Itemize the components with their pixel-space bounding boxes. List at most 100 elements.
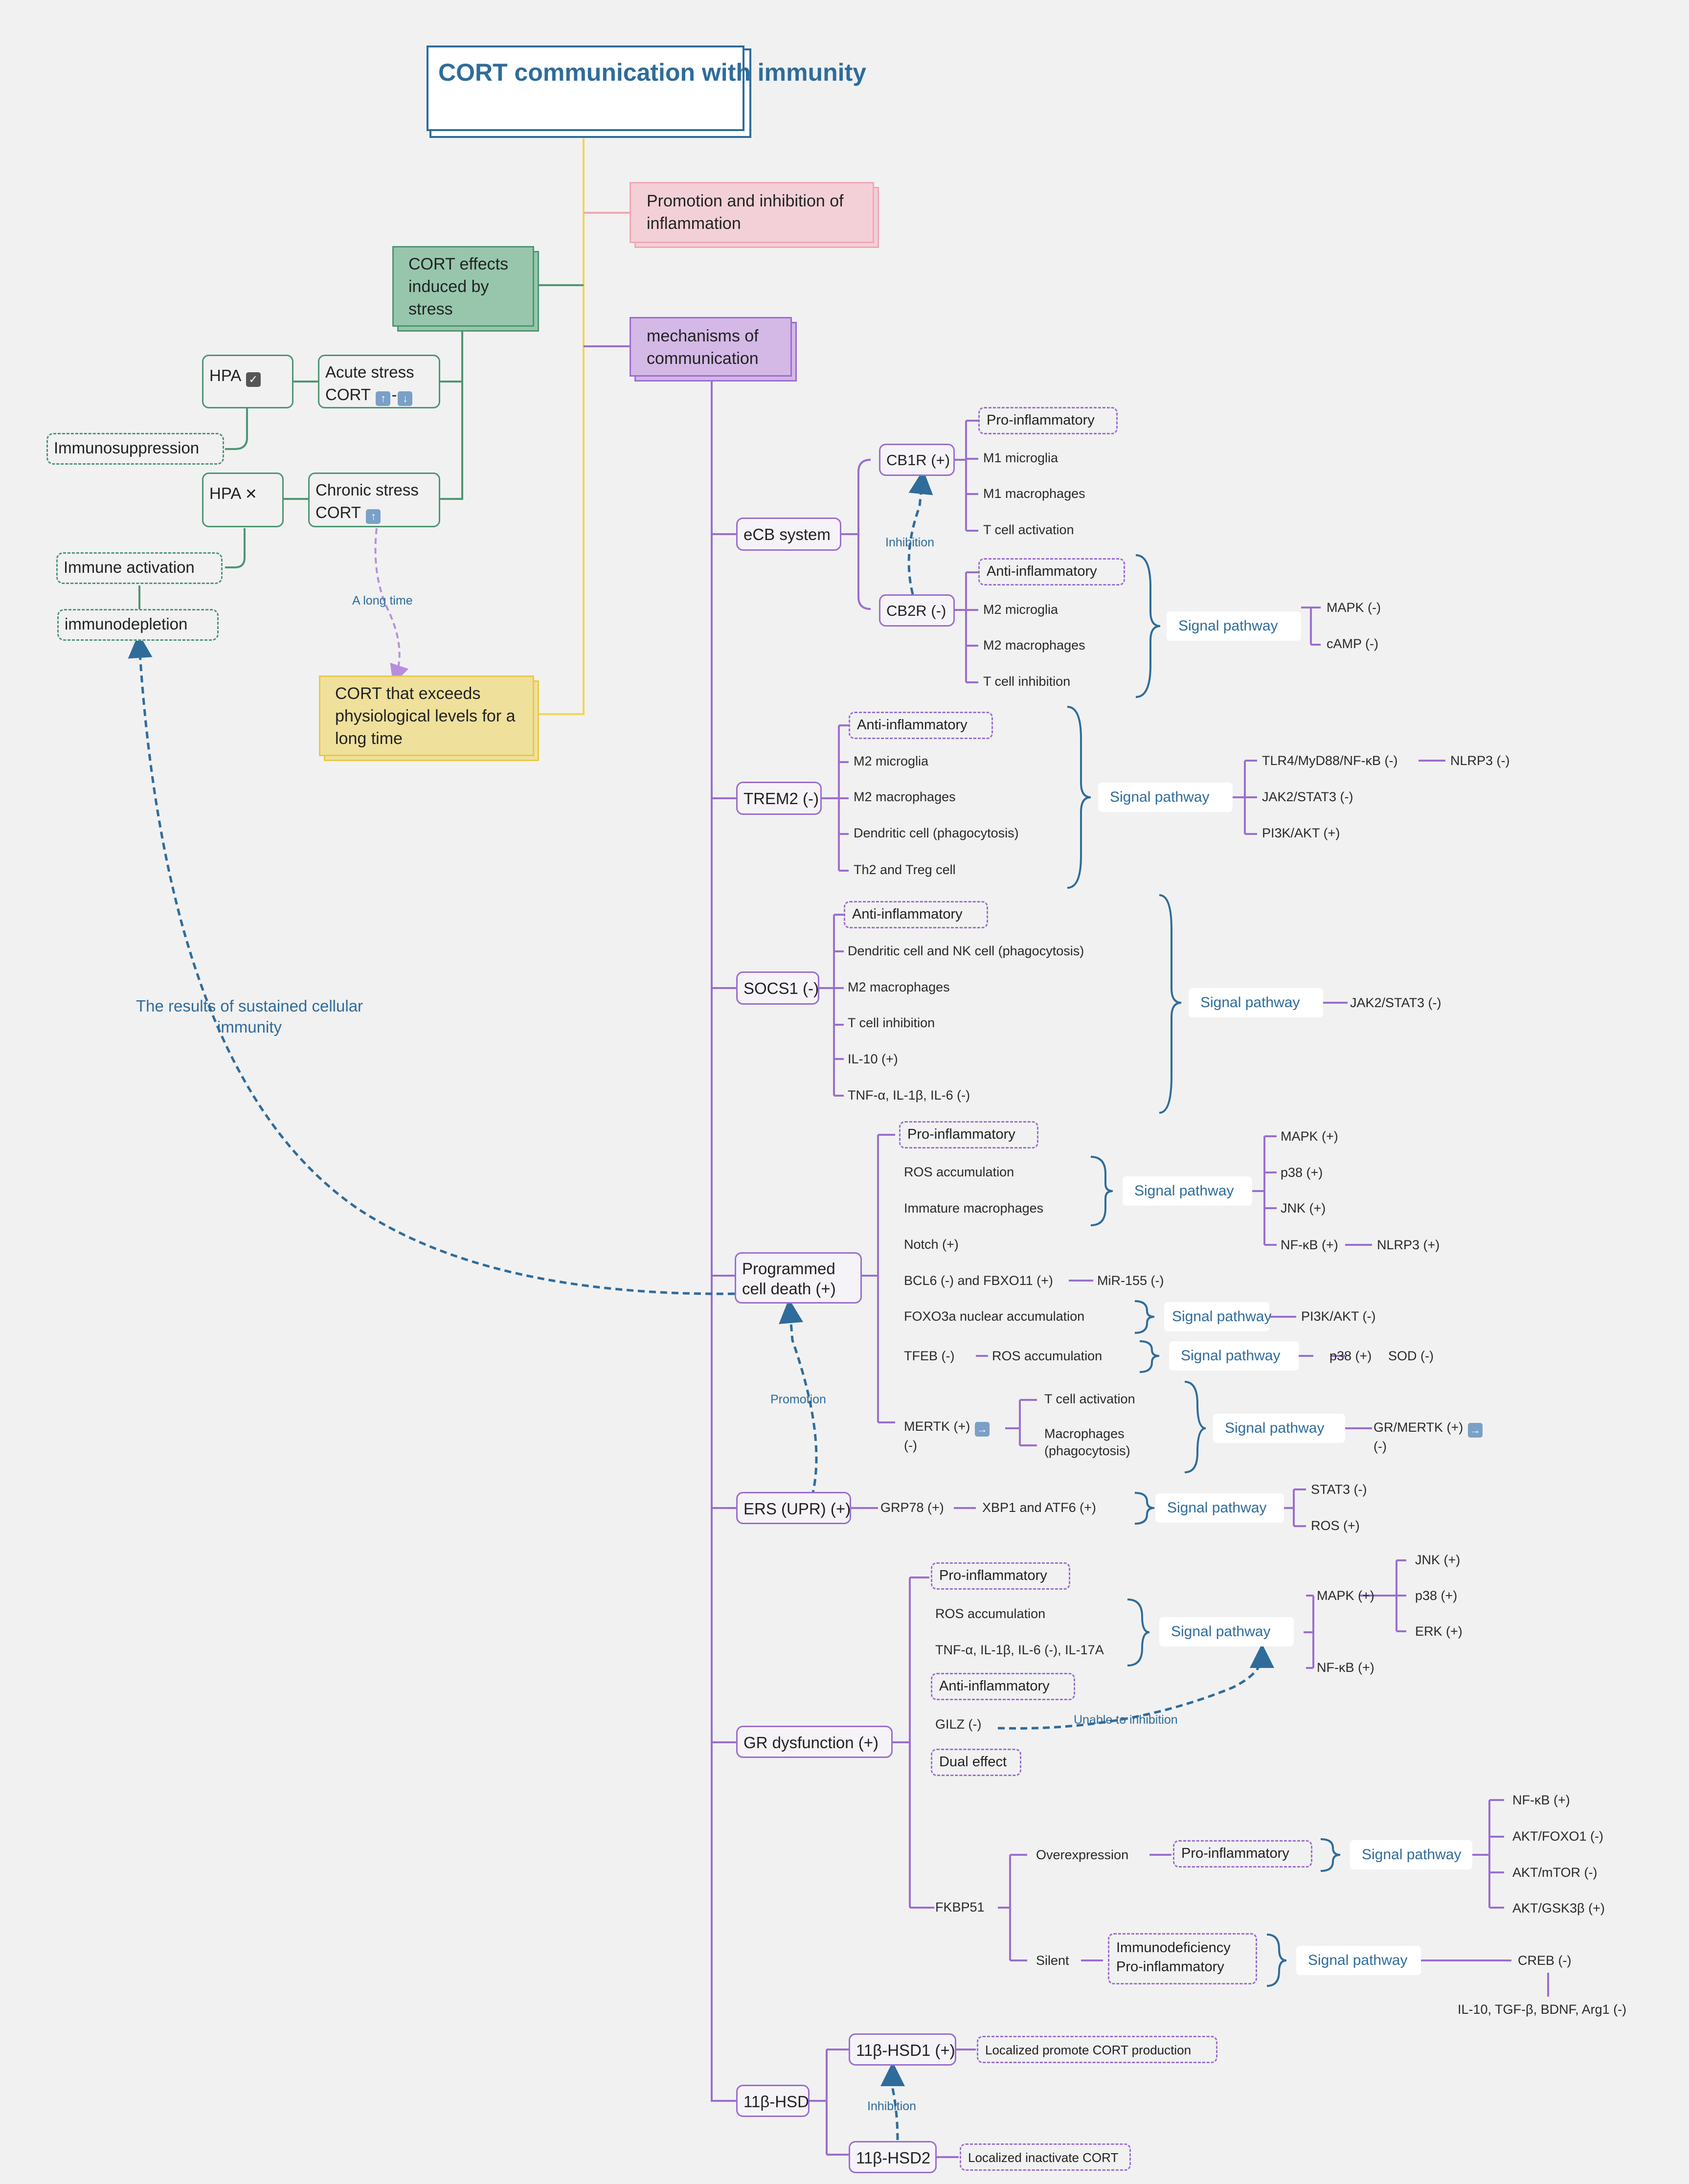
gr-immunodef-label: Immunodeficiency (1116, 1940, 1231, 1956)
pcd-mertk: MERTK (+) → (-) (904, 1418, 991, 1454)
pcd-p38b: p38 (+) (1329, 1349, 1372, 1363)
gr-anti-inflammatory[interactable]: Anti-inflammatory (931, 1673, 1075, 1700)
hpa-chronic-node[interactable]: HPA ✕ (202, 473, 284, 527)
ecb-pro-label: Pro-inflammatory (987, 412, 1095, 428)
ecb-anti-inflammatory[interactable]: Anti-inflammatory (978, 558, 1125, 585)
m2-microglia: M2 microglia (983, 602, 1058, 617)
pcd-notch: Notch (+) (904, 1237, 959, 1252)
pcd-bcl6: BCL6 (-) and FBXO11 (+) (904, 1273, 1053, 1288)
immunodepletion-node[interactable]: immunodepletion (57, 609, 219, 641)
gr-signal-pathway-2[interactable]: Signal pathway (1350, 1840, 1472, 1869)
ecb-camp: cAMP (-) (1327, 636, 1378, 651)
gr-mapk: MAPK (+) (1317, 1588, 1374, 1603)
gr-pro2-label: Pro-inflammatory (1181, 1846, 1289, 1861)
pcd-signal2-label: Signal pathway (1172, 1308, 1272, 1325)
gr-node[interactable]: GR dysfunction (+) (736, 1726, 893, 1758)
ecb-anti-label: Anti-inflammatory (987, 563, 1097, 579)
hpa-chronic-label: HPA (209, 484, 241, 502)
yellow-trunk (538, 138, 631, 715)
unable-inhibition-label: Unable to inhibition (1074, 1713, 1178, 1727)
pcd-node[interactable]: Programmed cell death (+) (735, 1252, 862, 1304)
pcd-pro-inflammatory[interactable]: Pro-inflammatory (899, 1121, 1038, 1148)
trem2-m2-macrophages: M2 macrophages (854, 789, 956, 804)
hsd2-node[interactable]: 11β-HSD2 (849, 2141, 937, 2173)
immune-activation-label: Immune activation (64, 558, 195, 576)
pcd-signal3-label: Signal pathway (1181, 1348, 1281, 1364)
trem2-node[interactable]: TREM2 (-) (736, 782, 822, 815)
branch-effects[interactable]: CORT effects induced by stress (392, 246, 534, 327)
pcd-mertk-tail: (-) (904, 1438, 917, 1453)
socs1-label: SOCS1 (-) (743, 979, 819, 997)
trem2-th2: Th2 and Treg cell (854, 862, 956, 877)
gr-pro-inflammatory[interactable]: Pro-inflammatory (931, 1562, 1070, 1590)
pcd-mapk: MAPK (+) (1281, 1129, 1338, 1144)
immune-activation-node[interactable]: Immune activation (56, 552, 223, 584)
acute-stress-node[interactable]: Acute stress CORT ↑-↓ (318, 355, 440, 408)
socs1-m2-macrophages: M2 macrophages (848, 980, 950, 994)
pcd-signal1-label: Signal pathway (1134, 1183, 1234, 1199)
ecb-signal-label: Signal pathway (1178, 618, 1278, 634)
gr-signal-pathway-3[interactable]: Signal pathway (1296, 1946, 1421, 1975)
pcd-jnk: JNK (+) (1281, 1201, 1326, 1216)
socs1-signal-pathway[interactable]: Signal pathway (1189, 988, 1323, 1017)
gr-dual-effect[interactable]: Dual effect (931, 1749, 1021, 1776)
pcd-immature: Immature macrophages (904, 1201, 1044, 1216)
socs1-jak2: JAK2/STAT3 (-) (1350, 995, 1441, 1010)
hsd-inhibition-label: Inhibition (867, 2099, 917, 2113)
pcd-ros2: ROS accumulation (992, 1349, 1103, 1363)
ers-stat3: STAT3 (-) (1311, 1482, 1367, 1497)
hsd-label: 11β-HSD (743, 2093, 809, 2111)
gr-gilz: GILZ (-) (935, 1717, 982, 1732)
gr-pro-label: Pro-inflammatory (939, 1568, 1047, 1583)
arrow-up-icon: ↑ (366, 509, 381, 524)
cort-acute-label: CORT (325, 385, 371, 404)
immunosuppression-node[interactable]: Immunosuppression (46, 433, 224, 465)
pcd-mir155: MiR-155 (-) (1097, 1273, 1164, 1288)
gr-overexpression: Overexpression (1036, 1847, 1129, 1862)
socs1-anti-inflammatory[interactable]: Anti-inflammatory (844, 901, 988, 928)
hsd2-note[interactable]: Localized inactivate CORT (960, 2143, 1131, 2171)
cb2r-node[interactable]: CB2R (-) (879, 594, 955, 627)
gr-immunodeficiency[interactable]: Immunodeficiency Pro-inflammatory (1108, 1933, 1257, 1984)
branch-mechanisms[interactable]: mechanisms of communication (630, 317, 792, 377)
trem2-anti-inflammatory[interactable]: Anti-inflammatory (849, 712, 993, 739)
gr-pro-inflammatory-2[interactable]: Pro-inflammatory (1173, 1840, 1312, 1868)
socs1-signal-label: Signal pathway (1200, 994, 1300, 1011)
trem2-pi3k: PI3K/AKT (+) (1262, 826, 1340, 840)
pcd-grmertk-label: GR/MERTK (+) (1374, 1420, 1464, 1435)
ers-signal-pathway[interactable]: Signal pathway (1155, 1493, 1284, 1523)
pcd-signal-pathway-1[interactable]: Signal pathway (1123, 1176, 1252, 1206)
socs1-tnf: TNF-α, IL-1β, IL-6 (-) (848, 1088, 970, 1103)
pcd-signal-pathway-3[interactable]: Signal pathway (1169, 1341, 1299, 1371)
trem2-signal-label: Signal pathway (1110, 789, 1210, 805)
socs1-node[interactable]: SOCS1 (-) (736, 971, 819, 1005)
pcd-signal-pathway-2[interactable]: Signal pathway (1164, 1302, 1272, 1331)
chronic-stress-node[interactable]: Chronic stress CORT ↑ (308, 473, 440, 527)
trem2-signal-pathway[interactable]: Signal pathway (1098, 783, 1233, 812)
hpa-acute-node[interactable]: HPA ✓ (202, 355, 293, 408)
socs1-anti-label: Anti-inflammatory (852, 906, 963, 922)
hsd1-node[interactable]: 11β-HSD1 (+) (849, 2033, 956, 2066)
cb1r-node[interactable]: CB1R (+) (879, 444, 955, 476)
pcd-pi3k: PI3K/AKT (-) (1301, 1309, 1376, 1324)
pcd-signal-pathway-4[interactable]: Signal pathway (1213, 1414, 1345, 1443)
pcd-foxo3a: FOXO3a nuclear accumulation (904, 1309, 1085, 1324)
cb2r-label: CB2R (-) (886, 602, 946, 619)
ers-node[interactable]: ERS (UPR) (+) (736, 1492, 851, 1524)
arrow-right-icon: → (974, 1422, 990, 1437)
ecb-pro-inflammatory[interactable]: Pro-inflammatory (978, 407, 1118, 434)
branch-exceeds[interactable]: CORT that exceeds physiological levels f… (319, 675, 534, 756)
hsd-node[interactable]: 11β-HSD (736, 2085, 810, 2117)
trem2-m2-microglia: M2 microglia (854, 754, 929, 768)
ecb-signal-pathway[interactable]: Signal pathway (1167, 611, 1301, 641)
hsd1-note[interactable]: Localized promote CORT production (977, 2036, 1217, 2063)
gr-signal-pathway[interactable]: Signal pathway (1159, 1617, 1294, 1646)
ecb-system-node[interactable]: eCB system (736, 518, 841, 551)
branch-promotion[interactable]: Promotion and inhibition of inflammation (630, 182, 874, 243)
gr-il10: IL-10, TGF-β, BDNF, Arg1 (-) (1458, 2002, 1627, 2017)
hsd1-label: 11β-HSD1 (+) (856, 2041, 955, 2059)
gr-jnk: JNK (+) (1415, 1553, 1461, 1567)
branch-effects-label: CORT effects induced by stress (408, 255, 509, 318)
